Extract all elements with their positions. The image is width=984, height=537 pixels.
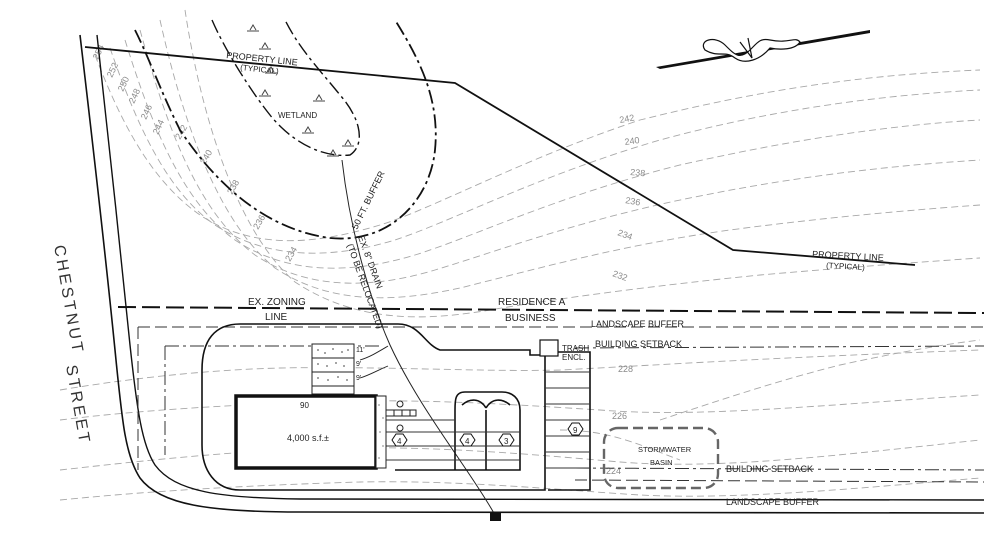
wetland-symbols xyxy=(247,24,354,157)
parking-count-3: 3 xyxy=(504,437,509,446)
contour-label-242: 242 xyxy=(619,113,636,125)
contour-label-226: 226 xyxy=(612,411,627,421)
drain-outlet xyxy=(490,512,501,521)
wetland-label: WETLAND xyxy=(278,111,317,120)
building-setback-label-top: BUILDING SETBACK xyxy=(595,339,682,349)
wetland-buffer xyxy=(134,19,437,240)
contour-label-252: 252 xyxy=(105,61,120,79)
contour-label-228: 228 xyxy=(618,364,633,374)
parking-count-1: 4 xyxy=(397,437,402,446)
residence-label: RESIDENCE A xyxy=(498,297,566,308)
property-line xyxy=(84,46,916,266)
stormwater-basin xyxy=(602,426,720,490)
contour-label-224: 224 xyxy=(606,466,621,476)
business-label: BUSINESS xyxy=(505,313,556,324)
building-setback-label-bottom: BUILDING SETBACK xyxy=(726,464,813,474)
property-line-sub-label-top: (TYPICAL) xyxy=(240,63,280,76)
contour-label-240: 240 xyxy=(624,135,640,147)
contour-label-232: 232 xyxy=(611,268,629,283)
stall-dim-3: 9' xyxy=(356,375,361,382)
stormwater-label-2: BASIN xyxy=(650,458,673,467)
contour-label-236: 236 xyxy=(625,195,642,207)
parking-stall-lines xyxy=(386,371,590,469)
buffer-label: 50 FT. BUFFER xyxy=(350,169,387,231)
stall-dim-1: 11' xyxy=(356,347,365,354)
building xyxy=(234,394,417,470)
landscape-buffer-label-top: LANDSCAPE BUFFER xyxy=(591,319,685,329)
zoning-line xyxy=(117,306,984,314)
trash-enclosure xyxy=(539,339,559,357)
street-name-word-1: CHESTNUT xyxy=(50,244,86,356)
contour-label-250: 250 xyxy=(116,75,131,93)
street-curbs xyxy=(79,34,984,514)
stormwater-label-1: STORMWATER xyxy=(638,445,692,454)
building-area-label: 4,000 s.f.± xyxy=(287,433,329,443)
contour-label-244: 244 xyxy=(151,118,166,136)
building-dim-label: 90 xyxy=(300,401,309,410)
zoning-label-2: LINE xyxy=(265,312,288,323)
street-name-word-2: STREET xyxy=(62,364,93,447)
trash-label-2: ENCL. xyxy=(562,353,586,362)
contour-label-248: 248 xyxy=(127,87,142,105)
north-arrow xyxy=(656,30,870,69)
parking-count-4: 9 xyxy=(573,426,578,435)
property-line-sub-label-right: (TYPICAL) xyxy=(826,261,865,272)
contour-label-234-left: 234 xyxy=(283,245,299,263)
drive-thru-stalls xyxy=(311,343,389,395)
contour-label-238: 238 xyxy=(630,167,646,178)
stall-dim-2: 9' xyxy=(356,361,361,368)
property-line-label-right: PROPERTY LINE xyxy=(812,249,884,263)
parking-count-badges xyxy=(391,422,584,447)
parking-count-2: 4 xyxy=(465,437,470,446)
landscape-buffer-label-bottom: LANDSCAPE BUFFER xyxy=(726,497,820,507)
contour-label-234: 234 xyxy=(616,227,634,242)
buffer-setback-lines xyxy=(137,326,984,483)
zoning-label-1: EX. ZONING xyxy=(248,297,306,308)
trash-label-1: TRASH xyxy=(562,344,589,353)
